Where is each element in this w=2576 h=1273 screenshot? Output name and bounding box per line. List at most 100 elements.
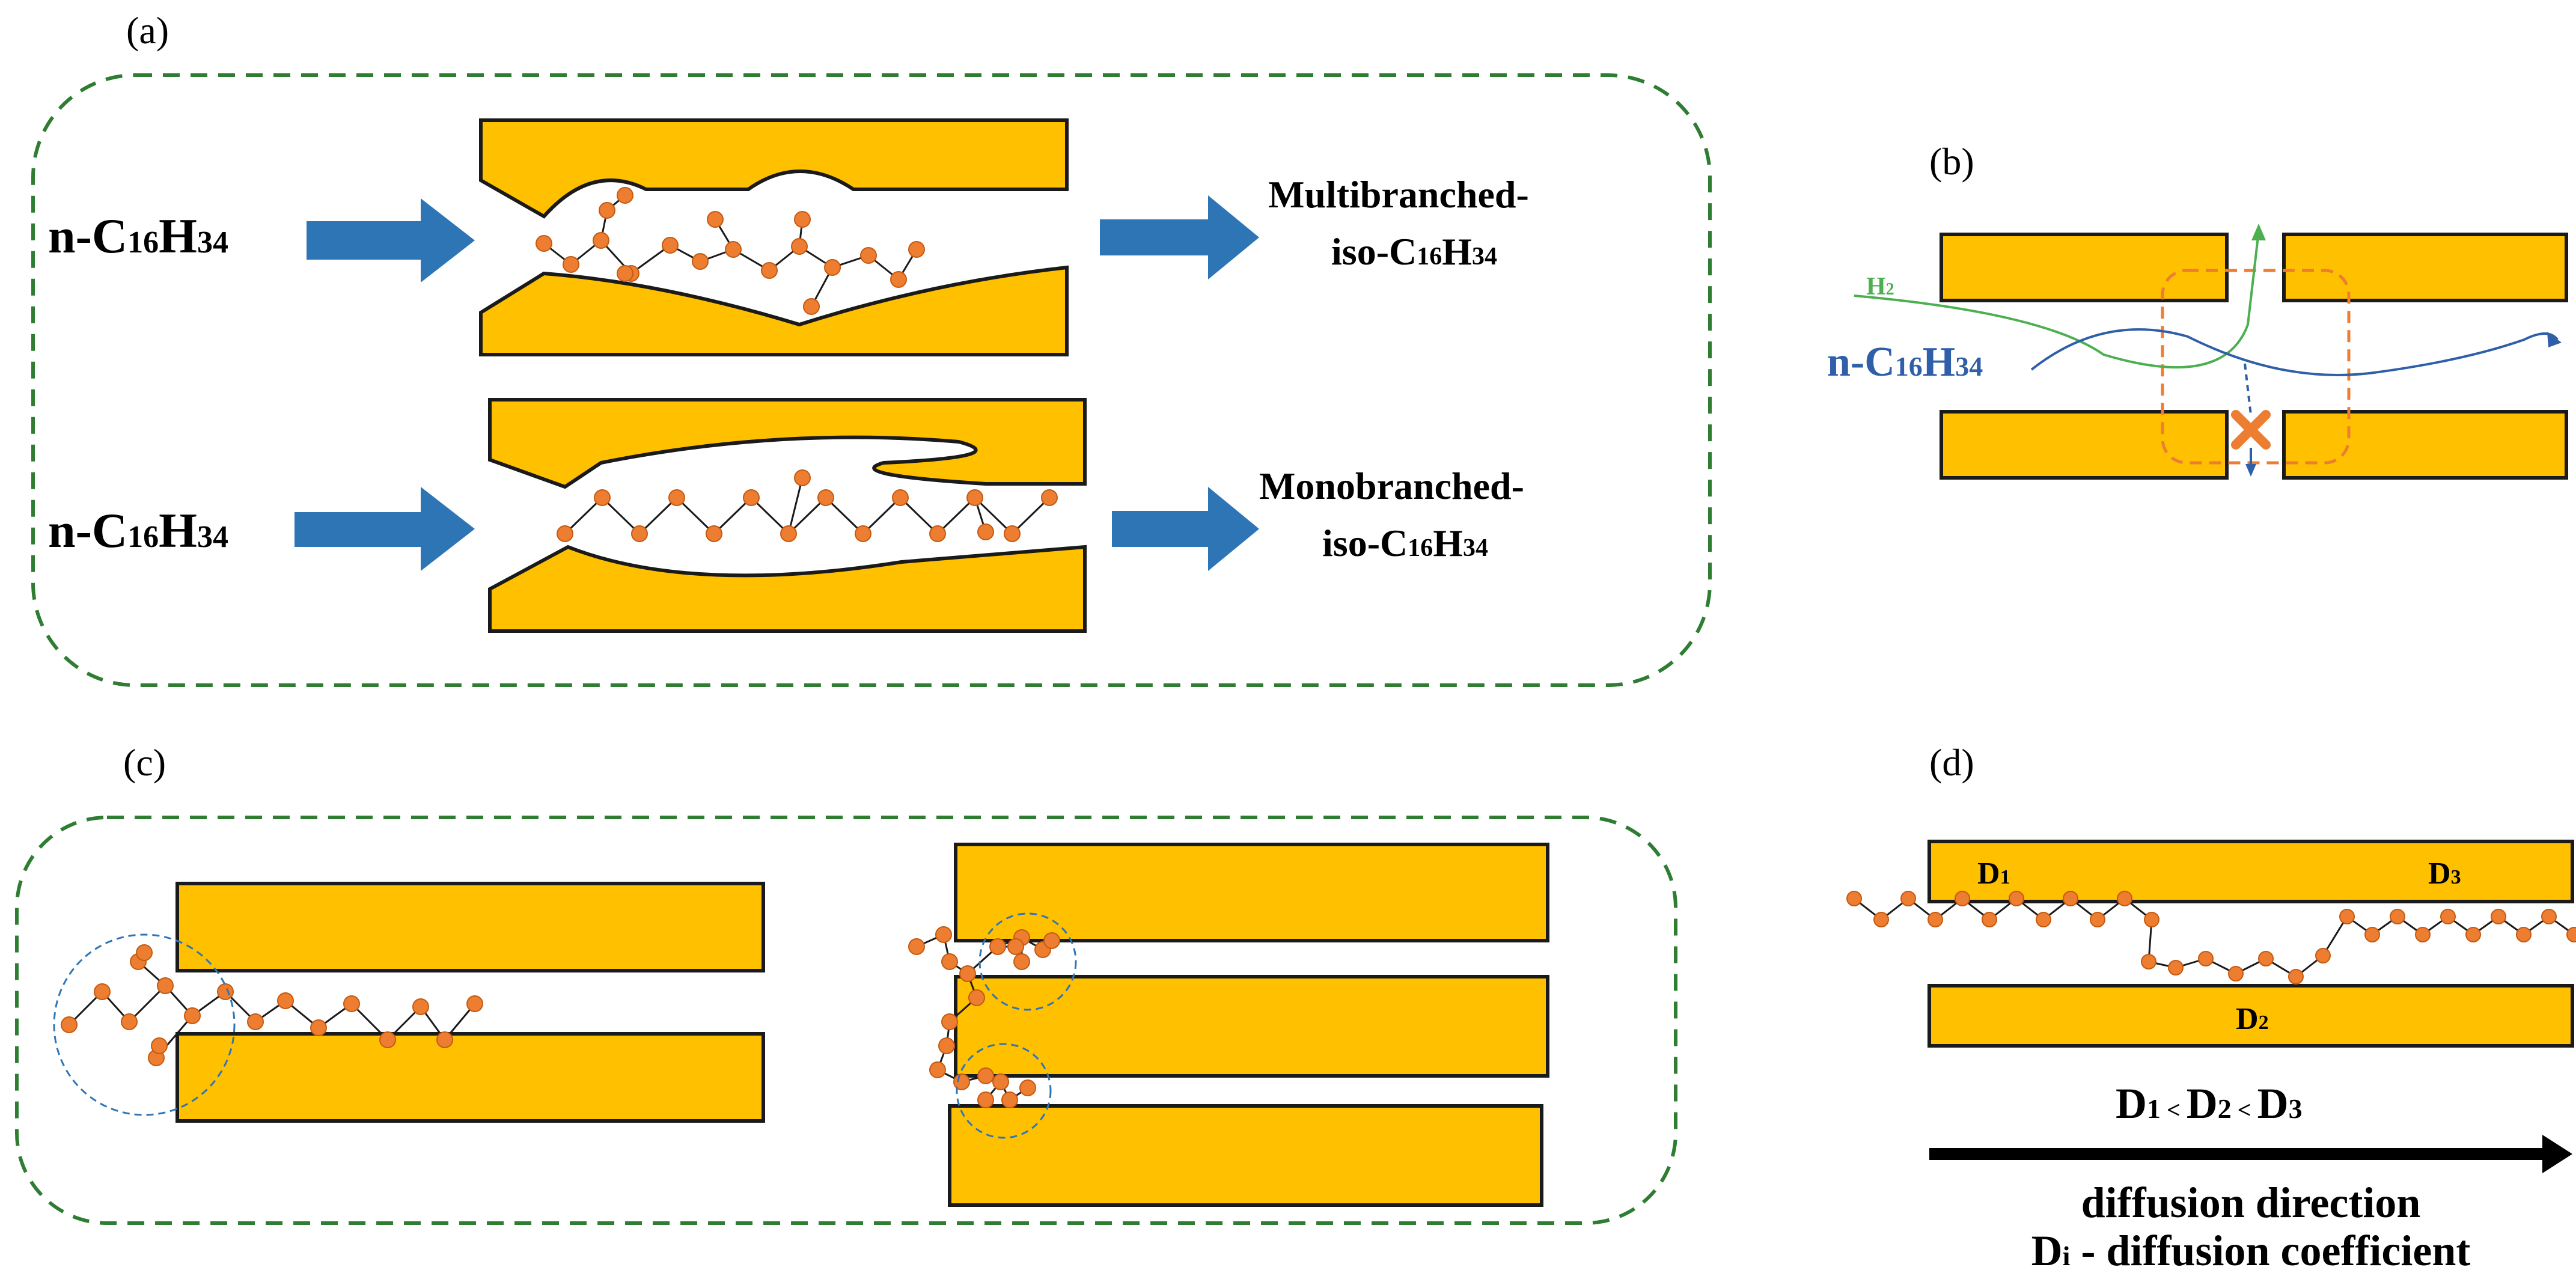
atom xyxy=(860,247,877,264)
atom xyxy=(977,1091,994,1108)
bond xyxy=(601,496,641,535)
panel-c-left-plate-top xyxy=(175,882,765,972)
bond xyxy=(787,496,827,535)
panel-d-label: (d) xyxy=(1929,741,1974,784)
atom xyxy=(935,926,952,943)
bond xyxy=(750,496,790,535)
atom xyxy=(941,1013,958,1030)
atom xyxy=(412,998,429,1015)
panel-c-right-plate-3 xyxy=(948,1104,1543,1207)
atom xyxy=(2228,966,2244,981)
atom xyxy=(617,265,633,282)
bond xyxy=(936,496,976,535)
panel-a-molecule-monobranched xyxy=(557,469,1058,542)
panel-d-caption-line2: Di - diffusion coefficient xyxy=(2031,1227,2471,1273)
atom xyxy=(2036,912,2051,927)
atom xyxy=(892,489,909,506)
atom xyxy=(1927,912,1943,927)
atom xyxy=(1846,891,1862,906)
atom xyxy=(1013,953,1030,970)
atom xyxy=(2168,960,2184,975)
panel-a-product-bottom-line2: iso-C16H34 xyxy=(1322,522,1488,564)
atom xyxy=(908,938,925,955)
bond xyxy=(128,985,166,1023)
atom xyxy=(968,989,985,1006)
atom xyxy=(217,983,234,1000)
atom xyxy=(2541,909,2557,924)
atom xyxy=(2144,912,2159,927)
atom xyxy=(966,489,983,506)
panel-a-arrow-out-bottom xyxy=(1112,487,1259,571)
atom xyxy=(668,489,685,506)
atom xyxy=(599,202,615,219)
atom xyxy=(536,235,552,252)
panel-d-d3-label: D3 xyxy=(2428,856,2461,891)
atom xyxy=(617,187,633,204)
panel-c-frame xyxy=(15,816,1677,1225)
atom xyxy=(824,259,841,276)
panel-c-right-plate-1 xyxy=(954,843,1549,942)
atom xyxy=(2339,909,2355,924)
bond xyxy=(350,1003,389,1041)
atom xyxy=(379,1031,396,1048)
atom xyxy=(2288,969,2304,985)
atom xyxy=(794,469,811,486)
atom xyxy=(2516,927,2532,942)
atom xyxy=(908,241,925,258)
atom xyxy=(2415,927,2431,942)
panel-d-caption-line1: diffusion direction xyxy=(2081,1179,2421,1227)
atom xyxy=(1004,525,1021,542)
atom xyxy=(794,211,811,228)
atom xyxy=(662,237,679,254)
atom xyxy=(692,253,709,270)
atom xyxy=(791,238,808,255)
atom xyxy=(743,489,760,506)
atom xyxy=(780,525,797,542)
atom xyxy=(941,953,958,970)
atom xyxy=(2390,909,2405,924)
panel-b-h2-arrowhead xyxy=(2251,224,2266,240)
atom xyxy=(94,983,111,1000)
atom xyxy=(136,944,153,961)
atom xyxy=(61,1016,78,1033)
panel-d-d1-label: D1 xyxy=(1977,856,2010,891)
panel-c-pore-mouth-circle xyxy=(53,933,236,1116)
panel-a-top-lower-plate xyxy=(479,265,1069,356)
panel-c-molecule-key-lock xyxy=(908,926,1060,1108)
panel-d: (d) D1 D3 D2 D1 < D2 < D3 diffusion dire… xyxy=(1846,741,2576,1273)
atom xyxy=(2009,891,2024,906)
panel-a-label: (a) xyxy=(126,9,169,52)
panel-c: (c) xyxy=(15,741,1677,1225)
atom xyxy=(1019,1079,1036,1096)
atom xyxy=(184,1007,201,1024)
panel-d-direction-arrow xyxy=(1929,1135,2572,1173)
atom xyxy=(466,995,483,1012)
panel-a-molecule-multibranched xyxy=(536,187,925,315)
atom xyxy=(2090,912,2105,927)
atom xyxy=(343,995,360,1012)
atom xyxy=(890,271,907,288)
panel-c-label: (c) xyxy=(123,741,166,784)
panel-b-plate-top-left xyxy=(1940,233,2229,302)
panel-a-arrow-in-top xyxy=(307,198,475,282)
panel-a-frame xyxy=(31,73,1712,687)
atom xyxy=(817,489,834,506)
panel-a-reactant-bottom: n-C16H34 xyxy=(48,503,228,558)
atom xyxy=(436,1031,453,1048)
panel-c-key-lock-circle-bottom xyxy=(956,1043,1052,1139)
panel-a-product-bottom-line1: Monobranched- xyxy=(1259,465,1524,507)
atom xyxy=(2141,954,2156,969)
panel-c-key-lock-circle-top xyxy=(978,912,1077,1011)
atom xyxy=(2258,951,2274,966)
panel-a-reactant-top: n-C16H34 xyxy=(48,209,228,263)
atom xyxy=(992,1073,1009,1090)
atom xyxy=(594,489,611,506)
bond xyxy=(825,496,864,535)
panel-b-reactant-label: n-C16H34 xyxy=(1827,339,1983,385)
panel-d-relation: D1 < D2 < D3 xyxy=(2116,1079,2303,1128)
panel-a-bottom-upper-plate xyxy=(488,398,1087,489)
panel-c-molecule-pore-mouth xyxy=(61,944,483,1066)
bond xyxy=(676,496,715,535)
atom xyxy=(1873,912,1889,927)
